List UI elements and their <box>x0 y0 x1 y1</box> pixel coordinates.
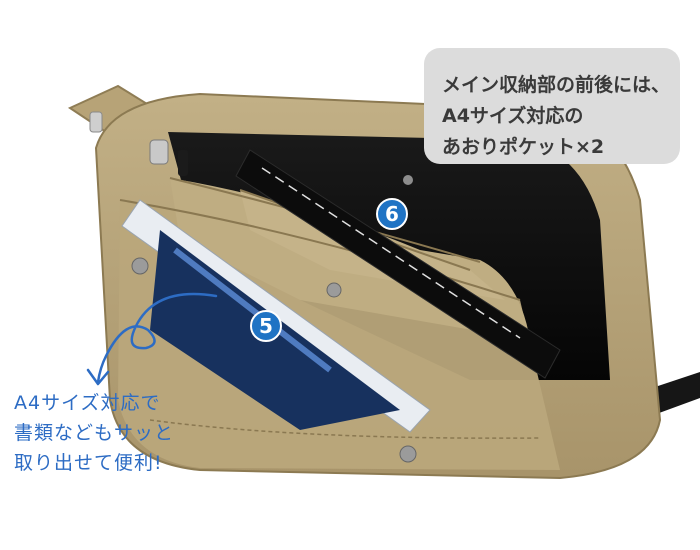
feature-caption: A4サイズ対応で 書類などもサッと 取り出せて便利! <box>14 388 214 478</box>
caption-line-2: 書類などもサッと <box>14 422 175 444</box>
pocket-6-marker: 6 <box>376 198 408 230</box>
caption-line-3: 取り出せて便利! <box>14 452 163 474</box>
info-line-1: メイン収納部の前後には、 <box>442 74 671 96</box>
pocket-5-marker: 5 <box>250 310 282 342</box>
info-line-3: あおりポケット×2 <box>442 136 605 158</box>
caption-line-1: A4サイズ対応で <box>14 392 161 414</box>
curved-arrow-icon <box>86 292 218 386</box>
info-line-2: A4サイズ対応の <box>442 105 584 127</box>
info-callout-box: メイン収納部の前後には、 A4サイズ対応の あおりポケット×2 <box>424 48 680 164</box>
